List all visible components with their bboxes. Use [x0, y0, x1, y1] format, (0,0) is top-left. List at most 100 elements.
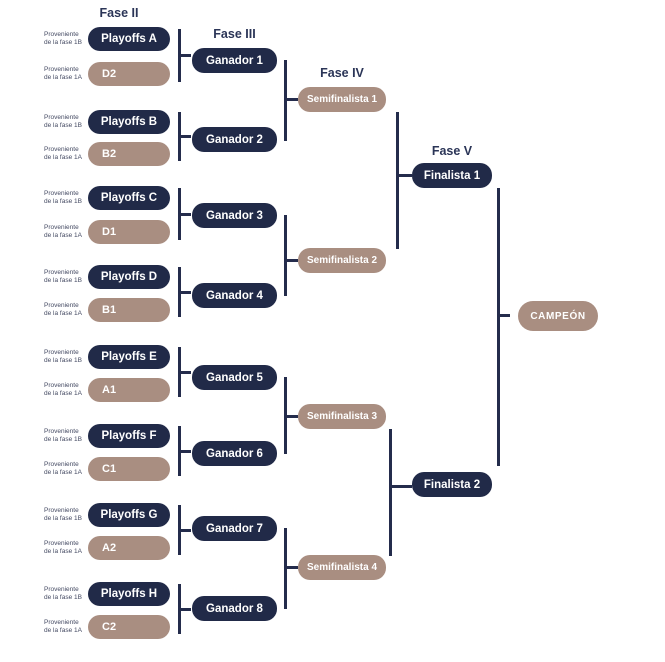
ganador-box-7: Ganador 7 — [192, 516, 277, 541]
bracket-connector — [389, 429, 392, 556]
seed-box-d2: D2 — [88, 62, 170, 86]
semifinalista-box-3: Semifinalista 3 — [298, 404, 386, 429]
playoff-label: Playoffs E — [101, 351, 157, 363]
seed-label: C1 — [102, 463, 117, 475]
bracket-connector — [497, 188, 500, 466]
seed-box-b2: B2 — [88, 142, 170, 166]
ganador-label: Ganador 4 — [206, 289, 263, 302]
playoff-box-f: Playoffs F — [88, 424, 170, 448]
bracket-connector — [178, 529, 191, 532]
seed-box-d1: D1 — [88, 220, 170, 244]
playoff-label: Playoffs C — [100, 192, 158, 204]
semifinalista-box-2: Semifinalista 2 — [298, 248, 386, 273]
ganador-box-1: Ganador 1 — [192, 48, 277, 73]
bracket-connector — [178, 54, 191, 57]
bracket-connector — [396, 112, 399, 249]
bracket-connector — [178, 135, 191, 138]
playoff-box-a: Playoffs A — [88, 27, 170, 51]
ganador-label: Ganador 8 — [206, 602, 263, 615]
seed-label: B2 — [102, 148, 117, 160]
ganador-label: Ganador 2 — [206, 133, 263, 146]
semifinalista-label: Semifinalista 4 — [306, 562, 378, 573]
playoff-box-d: Playoffs D — [88, 265, 170, 289]
ganador-box-5: Ganador 5 — [192, 365, 277, 390]
bracket-connector — [396, 174, 412, 177]
playoff-box-h: Playoffs H — [88, 582, 170, 606]
playoff-box-g: Playoffs G — [88, 503, 170, 527]
bracket-connector — [178, 450, 191, 453]
playoff-box-b: Playoffs B — [88, 110, 170, 134]
champion-label: CAMPEÓN — [530, 310, 586, 322]
finalista-box-1: Finalista 1 — [412, 163, 492, 188]
ganador-box-2: Ganador 2 — [192, 127, 277, 152]
playoff-label: Playoffs B — [100, 116, 158, 128]
bracket-connector — [178, 371, 191, 374]
playoff-box-c: Playoffs C — [88, 186, 170, 210]
playoff-label: Playoffs G — [100, 509, 158, 521]
bracket-connector — [284, 60, 287, 141]
bracket-connector — [178, 213, 191, 216]
playoff-label: Playoffs D — [100, 271, 158, 283]
seed-box-c2: C2 — [88, 615, 170, 639]
champion-box: CAMPEÓN — [518, 301, 598, 331]
playoff-label: Playoffs A — [101, 33, 157, 45]
bracket-connector — [178, 608, 191, 611]
ganador-label: Ganador 5 — [206, 371, 263, 384]
bracket-connector — [284, 98, 298, 101]
bracket-connector — [497, 314, 510, 317]
semifinalista-box-1: Semifinalista 1 — [298, 87, 386, 112]
bracket-connector — [284, 415, 298, 418]
ganador-label: Ganador 3 — [206, 209, 263, 222]
seed-box-a2: A2 — [88, 536, 170, 560]
semifinalista-label: Semifinalista 3 — [306, 411, 378, 422]
ganador-label: Ganador 6 — [206, 447, 263, 460]
seed-label: D1 — [102, 226, 117, 238]
bracket-connector — [389, 485, 412, 488]
bracket-connector — [178, 291, 191, 294]
semifinalista-box-4: Semifinalista 4 — [298, 555, 386, 580]
ganador-box-3: Ganador 3 — [192, 203, 277, 228]
finalista-box-2: Finalista 2 — [412, 472, 492, 497]
ganador-label: Ganador 1 — [206, 54, 263, 67]
ganador-box-6: Ganador 6 — [192, 441, 277, 466]
ganador-box-8: Ganador 8 — [192, 596, 277, 621]
bracket-connector — [284, 528, 287, 609]
bracket-connector — [284, 215, 287, 296]
semifinalista-label: Semifinalista 1 — [306, 94, 378, 105]
ganador-label: Ganador 7 — [206, 522, 263, 535]
seed-label: A2 — [102, 542, 117, 554]
playoff-label: Playoffs H — [100, 588, 158, 600]
bracket-connector — [284, 566, 298, 569]
playoff-box-e: Playoffs E — [88, 345, 170, 369]
seed-label: A1 — [102, 384, 117, 396]
ganador-box-4: Ganador 4 — [192, 283, 277, 308]
seed-label: B1 — [102, 304, 117, 316]
seed-box-a1: A1 — [88, 378, 170, 402]
seed-label: C2 — [102, 621, 117, 633]
phase-header-fase-iii: Fase III — [213, 27, 256, 41]
playoff-label: Playoffs F — [101, 430, 157, 442]
seed-label: D2 — [102, 68, 117, 80]
seed-box-c1: C1 — [88, 457, 170, 481]
semifinalista-label: Semifinalista 2 — [306, 255, 378, 266]
phase-header-fase-v: Fase V — [431, 144, 473, 158]
phase-header-fase-iv: Fase IV — [320, 66, 364, 80]
bracket-connector — [284, 259, 298, 262]
